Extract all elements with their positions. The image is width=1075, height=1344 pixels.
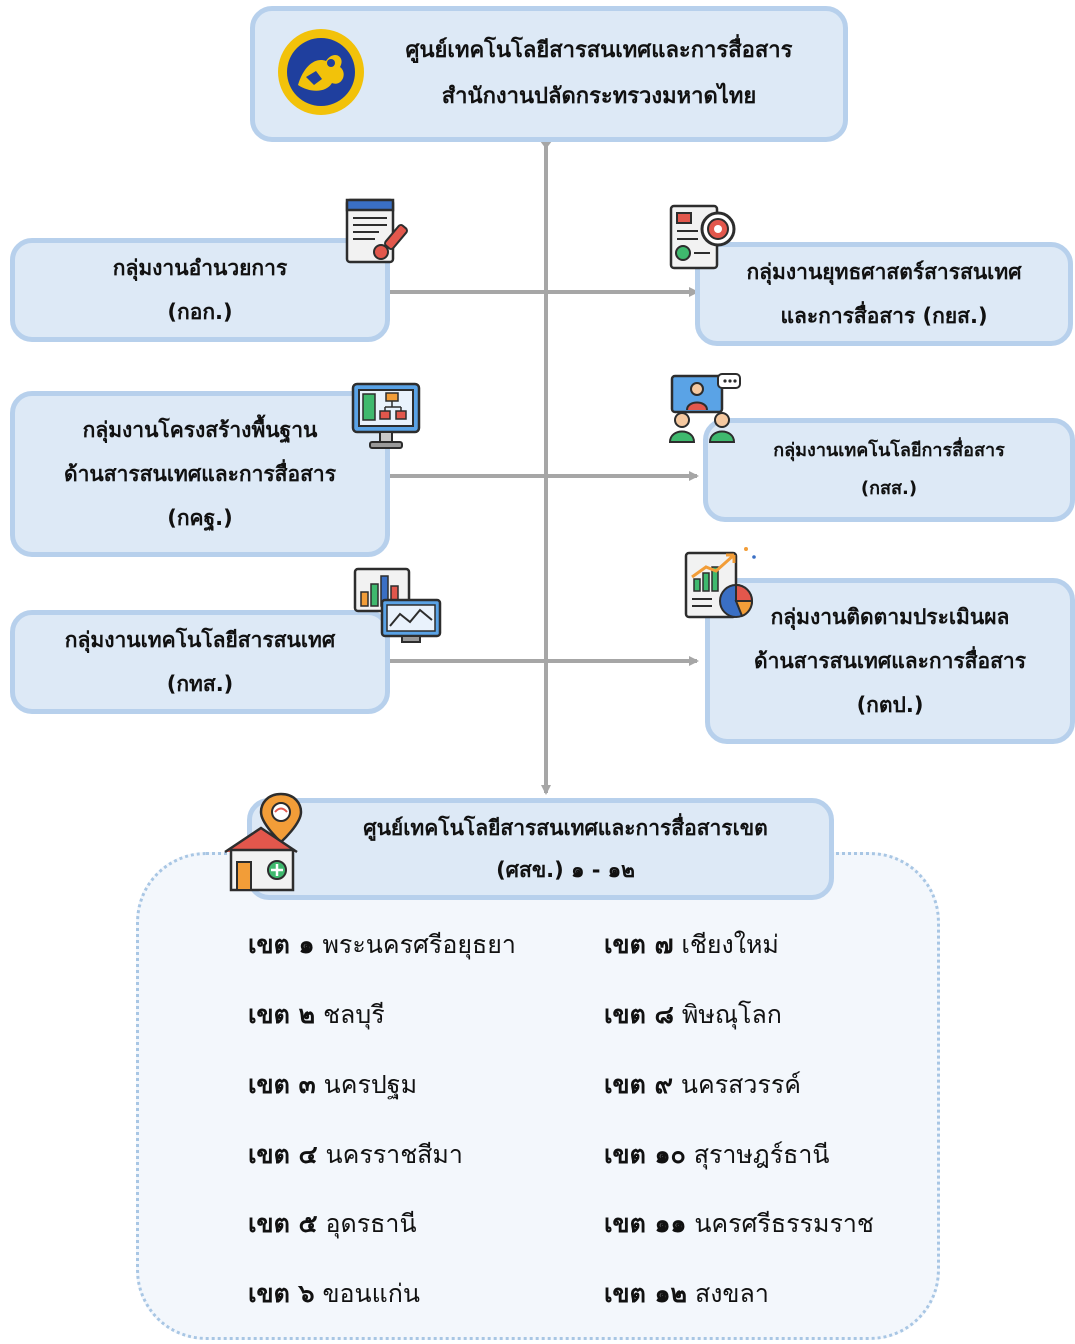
region-zone: เขต ๕ — [248, 1209, 318, 1238]
region-item-5: เขต ๕อุดรธานี — [248, 1204, 417, 1244]
regional-center-abbr: (ศสข.) ๑ - ๑๒ — [496, 858, 635, 882]
region-name: เชียงใหม่ — [681, 930, 779, 959]
report-target-icon — [669, 204, 736, 270]
group-box-admin: กลุ่มงานอำนวยการ (กอก.) — [10, 238, 390, 342]
region-name: อุดรธานี — [325, 1209, 417, 1238]
monitor-flowchart-icon — [351, 382, 421, 449]
region-item-10: เขต ๑๐สุราษฎร์ธานี — [604, 1135, 830, 1175]
region-zone: เขต ๔ — [248, 1140, 318, 1169]
group-admin-name: กลุ่มงานอำนวยการ — [112, 256, 288, 280]
header-box: ศูนย์เทคโนโลยีสารสนเทศและการสื่อสาร สำนั… — [250, 6, 848, 142]
region-name: พิษณุโลก — [681, 1000, 782, 1029]
region-item-9: เขต ๙นครสวรรค์ — [604, 1065, 801, 1105]
regional-center-name: ศูนย์เทคโนโลยีสารสนเทศและการสื่อสารเขต — [363, 816, 768, 840]
region-name: สุราษฎร์ธานี — [693, 1140, 830, 1169]
group-strategy-abbr: และการสื่อสาร (กยส.) — [780, 304, 988, 328]
region-item-7: เขต ๗เชียงใหม่ — [604, 925, 779, 965]
region-zone: เขต ๗ — [604, 930, 674, 959]
region-zone: เขต ๙ — [604, 1070, 673, 1099]
group-box-strategy: กลุ่มงานยุทธศาสตร์สารสนเทศ และการสื่อสาร… — [695, 242, 1073, 346]
header-line1: ศูนย์เทคโนโลยีสารสนเทศและการสื่อสาร — [405, 38, 793, 63]
region-item-2: เขต ๒ชลบุรี — [248, 995, 385, 1035]
region-item-1: เขต ๑พระนครศรีอยุธยา — [248, 925, 516, 965]
region-zone: เขต ๑ — [248, 930, 315, 959]
group-box-infrastructure: กลุ่มงานโครงสร้างพื้นฐาน ด้านสารสนเทศและ… — [10, 391, 390, 557]
region-zone: เขต ๑๒ — [604, 1279, 687, 1308]
seal-emblem-icon — [278, 29, 364, 115]
region-name: นครปฐม — [323, 1070, 418, 1099]
region-name: ชลบุรี — [323, 1000, 385, 1029]
regions-panel — [136, 852, 940, 1340]
group-communication-name: กลุ่มงานเทคโนโลยีการสื่อสาร — [773, 440, 1005, 461]
header-line2: สำนักงานปลัดกระทรวงมหาดไทย — [441, 84, 757, 109]
office-location-icon — [224, 792, 303, 892]
report-chart-icon — [684, 547, 756, 619]
group-evaluation-subtitle: ด้านสารสนเทศและการสื่อสาร — [754, 649, 1026, 673]
region-name: พระนครศรีอยุธยา — [322, 930, 516, 959]
group-admin-abbr: (กอก.) — [167, 300, 233, 324]
region-zone: เขต ๖ — [248, 1279, 315, 1308]
group-communication-abbr: (กสส.) — [860, 478, 918, 499]
group-box-evaluation: กลุ่มงานติดตามประเมินผล ด้านสารสนเทศและก… — [705, 578, 1075, 744]
region-zone: เขต ๓ — [248, 1070, 316, 1099]
region-item-3: เขต ๓นครปฐม — [248, 1065, 417, 1105]
region-name: นครราชสีมา — [325, 1140, 463, 1169]
region-name: นครสวรรค์ — [680, 1070, 802, 1099]
group-evaluation-abbr: (กตป.) — [856, 693, 924, 717]
region-item-4: เขต ๔นครราชสีมา — [248, 1135, 463, 1175]
group-infrastructure-subtitle: ด้านสารสนเทศและการสื่อสาร — [64, 462, 336, 486]
group-infrastructure-abbr: (กคฐ.) — [167, 506, 233, 530]
region-name: ขอนแก่น — [322, 1279, 420, 1308]
region-zone: เขต ๑๑ — [604, 1209, 687, 1238]
group-it-name: กลุ่มงานเทคโนโลยีสารสนเทศ — [64, 628, 336, 652]
group-box-it: กลุ่มงานเทคโนโลยีสารสนเทศ (กทส.) — [10, 610, 390, 714]
document-stamp-icon — [345, 198, 408, 264]
region-name: นครศรีธรรมราช — [694, 1209, 874, 1238]
video-conference-icon — [668, 373, 741, 443]
group-infrastructure-name: กลุ่มงานโครงสร้างพื้นฐาน — [82, 418, 318, 442]
region-zone: เขต ๘ — [604, 1000, 674, 1029]
group-it-abbr: (กทส.) — [166, 672, 234, 696]
group-evaluation-name: กลุ่มงานติดตามประเมินผล — [770, 605, 1010, 629]
region-item-12: เขต ๑๒สงขลา — [604, 1274, 769, 1314]
analytics-dashboard-icon — [353, 567, 442, 643]
region-item-11: เขต ๑๑นครศรีธรรมราช — [604, 1204, 874, 1244]
region-item-6: เขต ๖ขอนแก่น — [248, 1274, 420, 1314]
region-name: สงขลา — [694, 1279, 769, 1308]
region-zone: เขต ๒ — [248, 1000, 316, 1029]
regional-center-box: ศูนย์เทคโนโลยีสารสนเทศและการสื่อสารเขต (… — [247, 798, 834, 900]
region-zone: เขต ๑๐ — [604, 1140, 686, 1169]
group-strategy-name: กลุ่มงานยุทธศาสตร์สารสนเทศ — [746, 260, 1022, 284]
group-box-communication: กลุ่มงานเทคโนโลยีการสื่อสาร (กสส.) — [703, 418, 1075, 522]
region-item-8: เขต ๘พิษณุโลก — [604, 995, 782, 1035]
